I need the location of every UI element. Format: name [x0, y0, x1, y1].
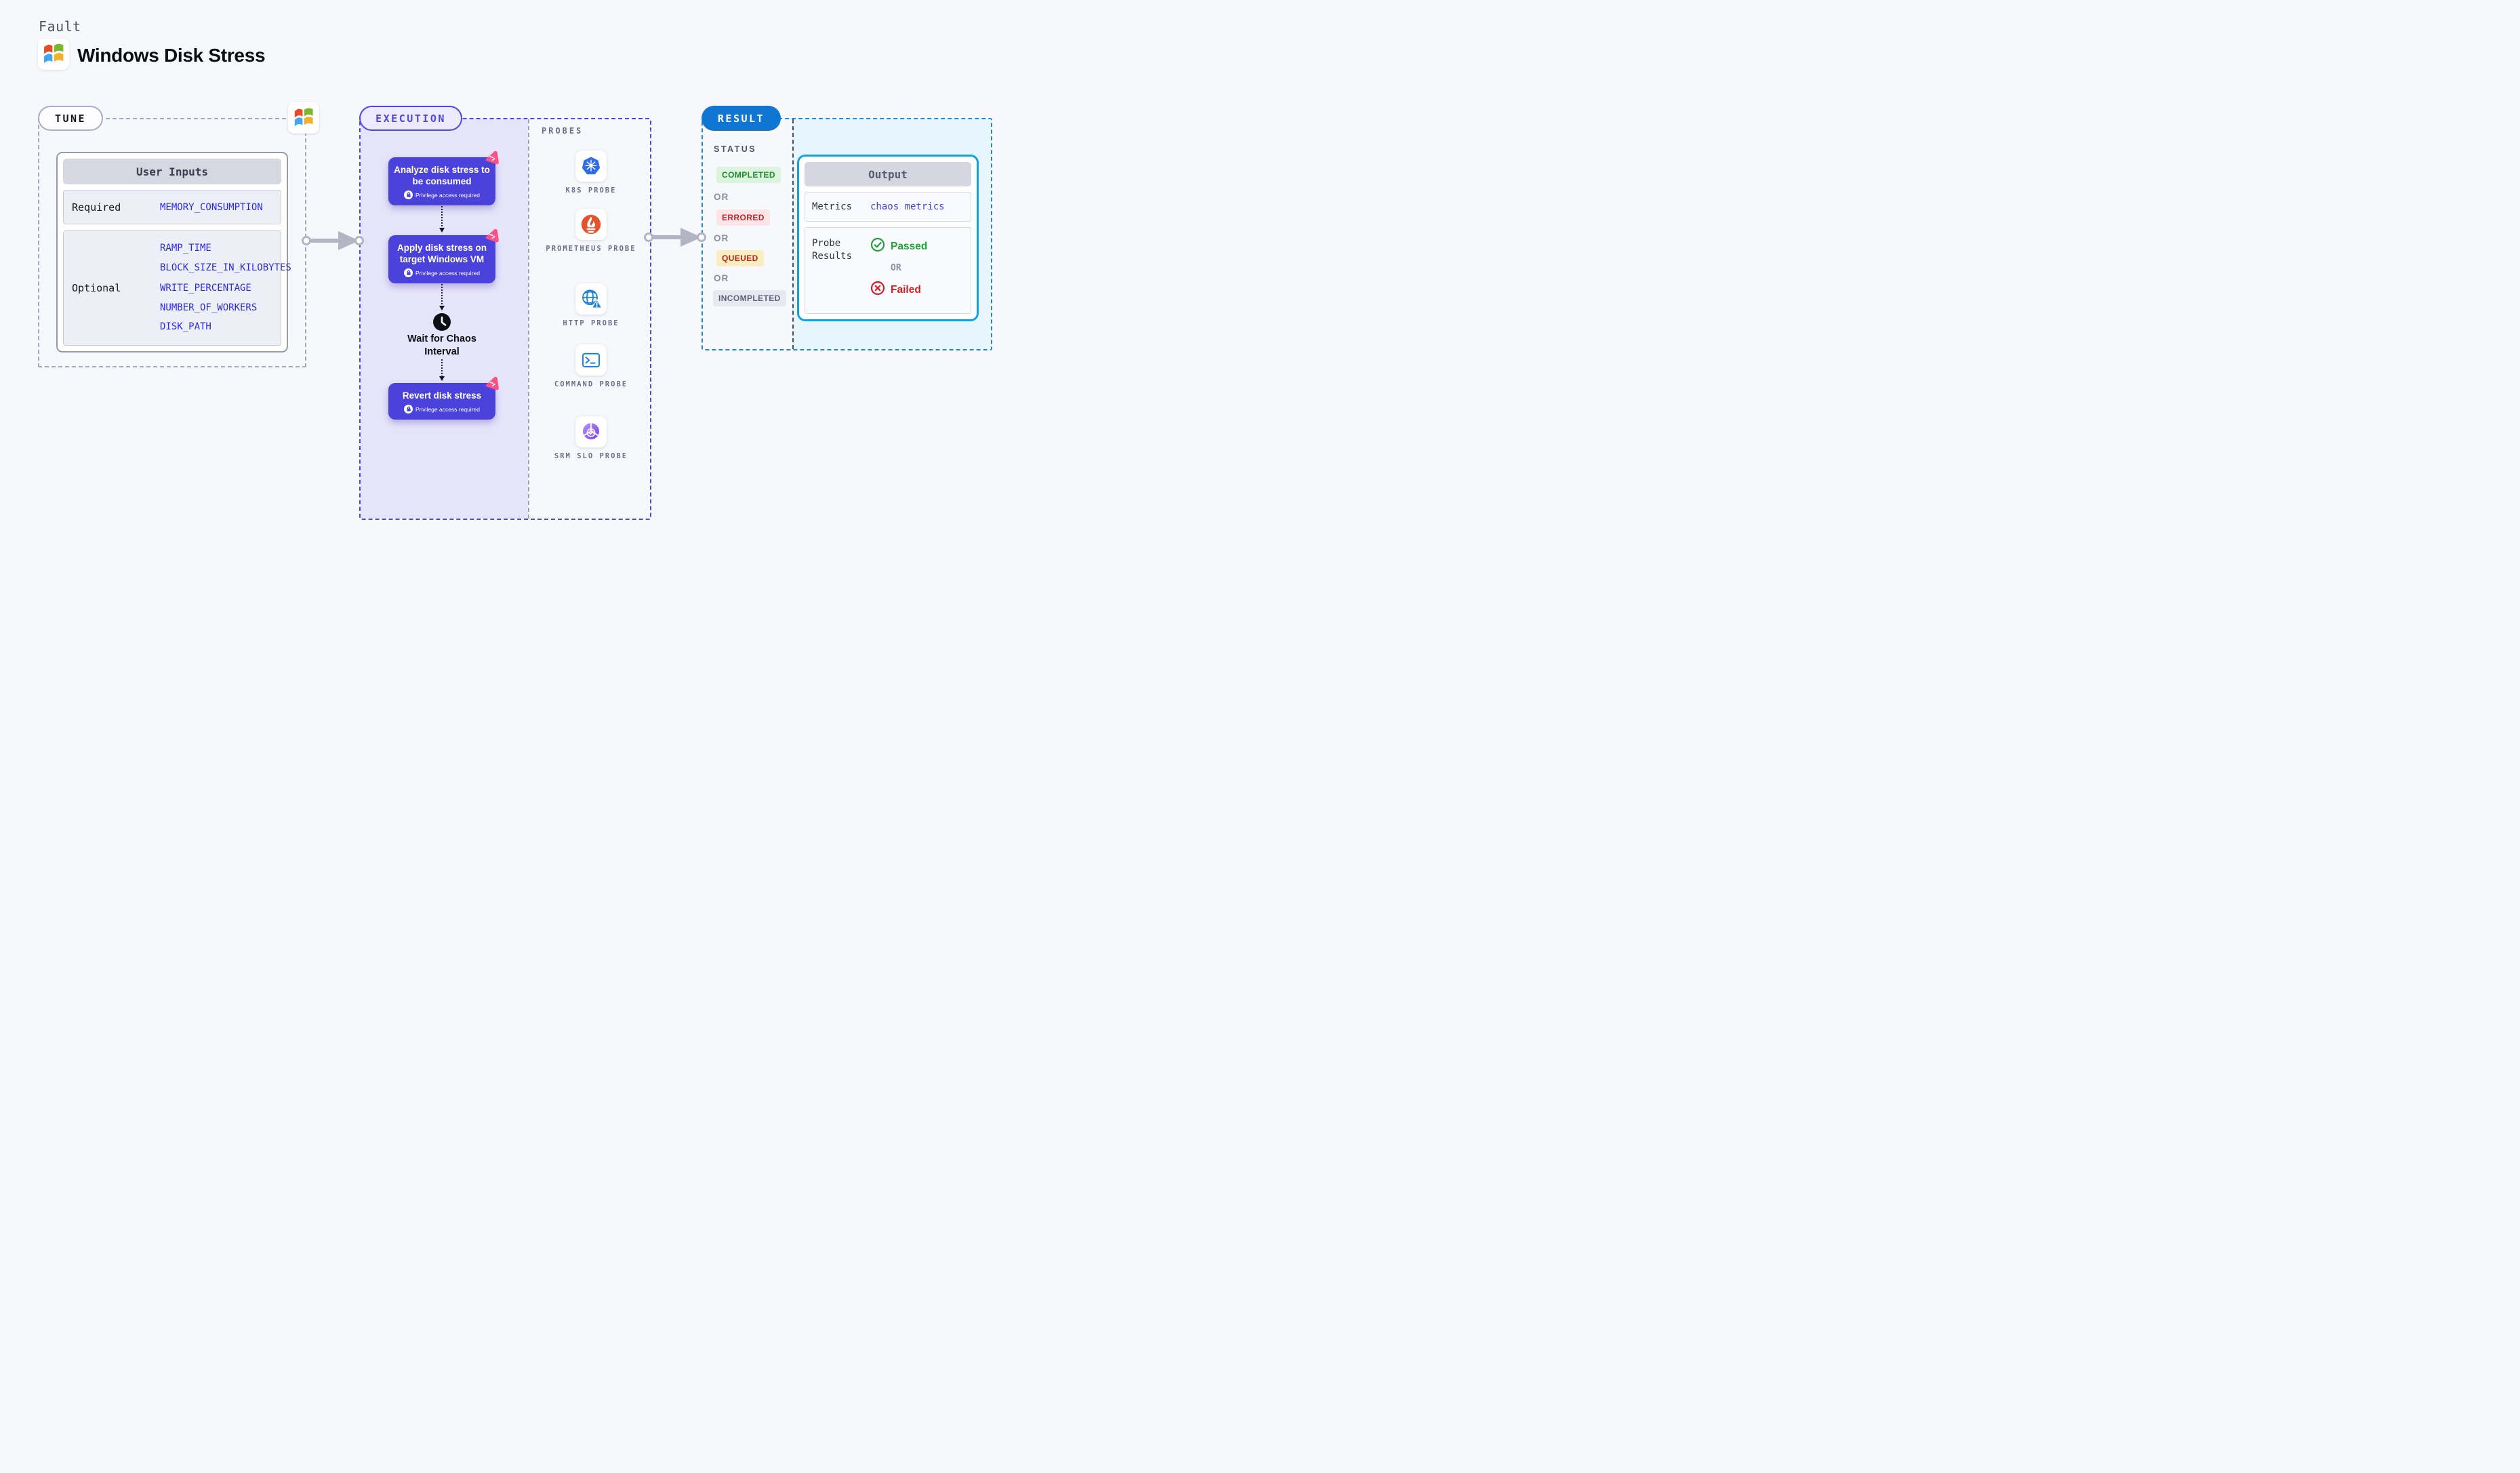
passed-label: Passed	[891, 240, 928, 252]
privilege-note: Privilege access required	[415, 405, 480, 413]
probe-item-srm-slo[interactable]: SRM SLO PROBE	[540, 416, 642, 461]
metrics-label: Metrics	[812, 201, 853, 212]
windows-logo-icon	[41, 40, 66, 69]
probe-results-row: Probe Results Passed OR	[805, 227, 971, 314]
param-link[interactable]: NUMBER_OF_WORKERS	[160, 302, 258, 313]
prometheus-icon	[575, 209, 607, 240]
windows-logo-icon	[291, 104, 316, 132]
probe-item-k8s[interactable]: K8S PROBE	[540, 150, 642, 195]
optional-label: Optional	[72, 282, 121, 294]
diagram-canvas: Fault Windows Disk Stress TUNE User Inpu…	[0, 0, 1044, 610]
chaos-metrics-link[interactable]: chaos metrics	[870, 201, 945, 212]
privilege-note: Privilege access required	[415, 269, 480, 277]
chaos-icon	[483, 228, 502, 246]
kubernetes-icon	[575, 150, 607, 182]
node-title: Apply disk stress on target Windows VM	[397, 243, 487, 265]
result-divider	[792, 119, 794, 349]
chaos-icon	[483, 376, 502, 394]
probe-item-command[interactable]: COMMAND PROBE	[540, 344, 642, 389]
probe-label: PROMETHEUS PROBE	[546, 245, 636, 253]
arrow-execution-to-result-icon	[644, 226, 706, 252]
flow-connector	[439, 359, 445, 381]
probe-results-values: Passed OR Failed	[870, 228, 927, 299]
probe-label: HTTP PROBE	[563, 319, 619, 327]
param-link[interactable]: DISK_PATH	[160, 321, 211, 332]
tune-pill: TUNE	[38, 106, 103, 131]
terminal-icon	[575, 344, 607, 376]
param-link[interactable]: BLOCK_SIZE_IN_KILOBYTES	[160, 262, 291, 273]
status-badge-completed: COMPLETED	[716, 167, 781, 183]
node-title: Analyze disk stress to be consumed	[394, 165, 490, 187]
privilege-row: Privilege access required	[394, 190, 490, 200]
clock-icon	[432, 312, 452, 336]
http-globe-icon	[575, 283, 607, 315]
arrow-tune-to-execution-icon	[302, 229, 364, 256]
probe-item-prometheus[interactable]: PROMETHEUS PROBE	[540, 209, 642, 254]
srm-slo-icon	[575, 416, 607, 447]
or-label: OR	[891, 263, 901, 273]
privilege-note: Privilege access required	[415, 191, 480, 199]
probe-label: SRM SLO PROBE	[554, 452, 628, 460]
param-link[interactable]: RAMP_TIME	[160, 243, 211, 254]
metrics-row: Metrics chaos metrics	[805, 192, 971, 222]
execution-node-apply[interactable]: Apply disk stress on target Windows VM P…	[388, 228, 499, 284]
output-card-header: Output	[805, 162, 971, 186]
check-circle-icon	[870, 237, 885, 256]
status-badge-incompleted: INCOMPLETED	[713, 290, 786, 306]
windows-corner-tile	[288, 102, 319, 134]
failed-label: Failed	[891, 283, 921, 296]
node-title: Revert disk stress	[402, 390, 482, 401]
failed-line: Failed	[870, 281, 927, 299]
page-title: Windows Disk Stress	[77, 45, 266, 66]
probe-label: COMMAND PROBE	[554, 380, 628, 388]
optional-params-row: Optional RAMP_TIME BLOCK_SIZE_IN_KILOBYT…	[63, 230, 291, 346]
status-badge-queued: QUEUED	[716, 250, 764, 266]
user-inputs-card: User Inputs Required MEMORY_CONSUMPTION …	[56, 152, 291, 352]
execution-pill: EXECUTION	[359, 106, 462, 131]
windows-logo-tile	[38, 39, 69, 70]
flow-connector	[439, 282, 445, 310]
or-label: OR	[714, 273, 729, 283]
chaos-icon	[483, 150, 502, 168]
lock-icon	[404, 405, 413, 414]
fault-kicker: Fault	[39, 18, 81, 35]
probes-heading: PROBES	[542, 126, 584, 136]
privilege-row: Privilege access required	[394, 405, 490, 414]
result-pill: RESULT	[702, 106, 781, 131]
flow-connector	[439, 204, 445, 233]
user-inputs-header: User Inputs	[63, 159, 281, 184]
status-heading: STATUS	[714, 144, 757, 154]
wait-for-chaos-interval-label: Wait for Chaos Interval	[407, 334, 476, 357]
lock-icon	[404, 268, 413, 278]
param-link[interactable]: WRITE_PERCENTAGE	[160, 283, 251, 294]
probes-divider	[528, 119, 529, 519]
execution-node-revert[interactable]: Revert disk stress Privilege access requ…	[388, 376, 499, 420]
probe-item-http[interactable]: HTTP PROBE	[540, 283, 642, 328]
probe-results-label: Probe Results	[812, 238, 853, 262]
required-params-row: Required MEMORY_CONSUMPTION	[63, 190, 281, 224]
lock-icon	[404, 190, 413, 200]
x-circle-icon	[870, 281, 885, 299]
or-label: OR	[714, 192, 729, 202]
passed-line: Passed	[870, 237, 927, 256]
or-label: OR	[714, 233, 729, 243]
param-link[interactable]: MEMORY_CONSUMPTION	[160, 201, 263, 213]
required-label: Required	[72, 201, 121, 214]
output-card: Output Metrics chaos metrics Probe Resul…	[797, 155, 979, 321]
status-badge-errored: ERRORED	[716, 209, 770, 226]
privilege-row: Privilege access required	[394, 268, 490, 278]
execution-node-analyze[interactable]: Analyze disk stress to be consumed Privi…	[388, 150, 499, 206]
probe-label: K8S PROBE	[565, 186, 617, 195]
